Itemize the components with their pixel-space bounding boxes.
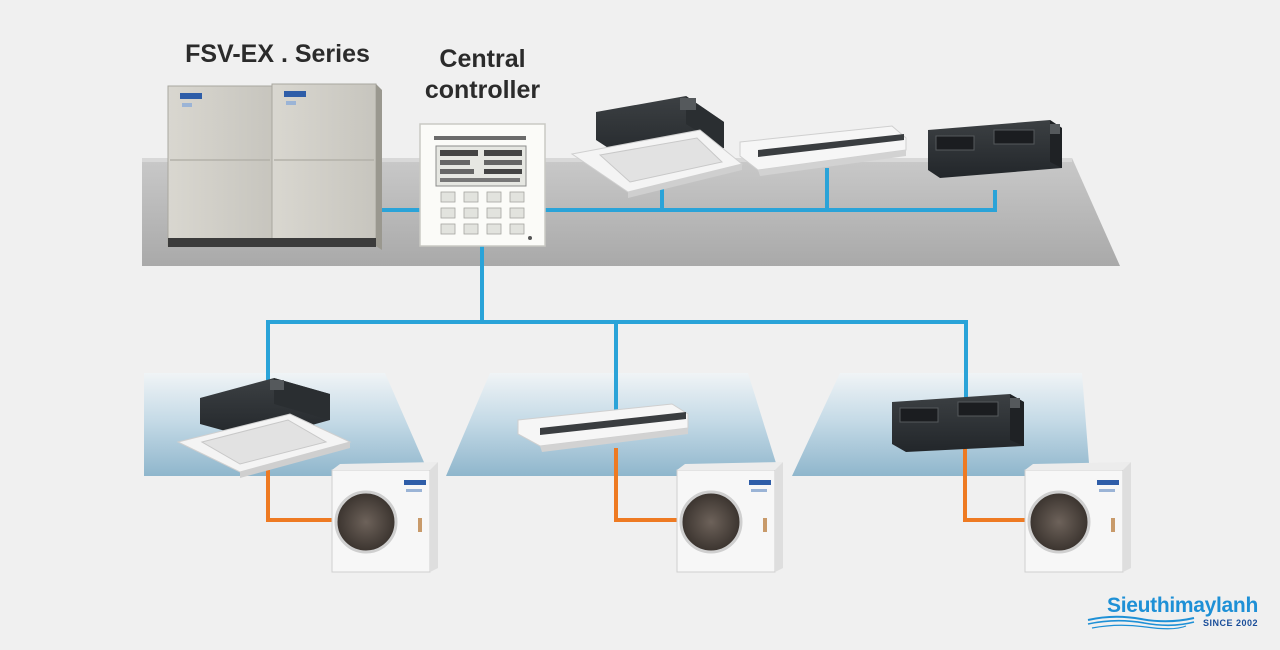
- split-outdoor-unit-icon: [331, 462, 438, 573]
- split-outdoor-unit-icon: [1024, 462, 1131, 573]
- brand-since: SINCE 2002: [1202, 618, 1258, 628]
- central-controller-label: Central controller: [400, 44, 565, 106]
- brand-logo: Sieuthimaylanh SINCE 2002: [1078, 594, 1258, 634]
- central-controller-label-line1: Central: [439, 45, 526, 73]
- wave-icon: [1087, 615, 1195, 630]
- control-network-lines: [266, 168, 997, 412]
- ceiling-suspended-unit-icon: [517, 403, 689, 452]
- ceiling-cassette-unit-icon: [570, 96, 744, 198]
- ducted-unit-icon: [892, 394, 1024, 452]
- vrf-outdoor-unit-icon: [167, 83, 382, 250]
- central-controller-panel-icon: [419, 123, 546, 247]
- ceiling-suspended-unit-icon: [739, 125, 907, 176]
- fsv-series-label: FSV-EX . Series: [185, 40, 370, 68]
- ceiling-cassette-unit-icon: [176, 378, 352, 478]
- brand-name: Sieuthimaylanh: [1106, 594, 1258, 617]
- ducted-unit-icon: [928, 120, 1062, 178]
- split-outdoor-unit-icon: [676, 462, 783, 573]
- central-controller-label-line2: controller: [424, 76, 541, 104]
- refrigerant-lines: [266, 448, 1025, 522]
